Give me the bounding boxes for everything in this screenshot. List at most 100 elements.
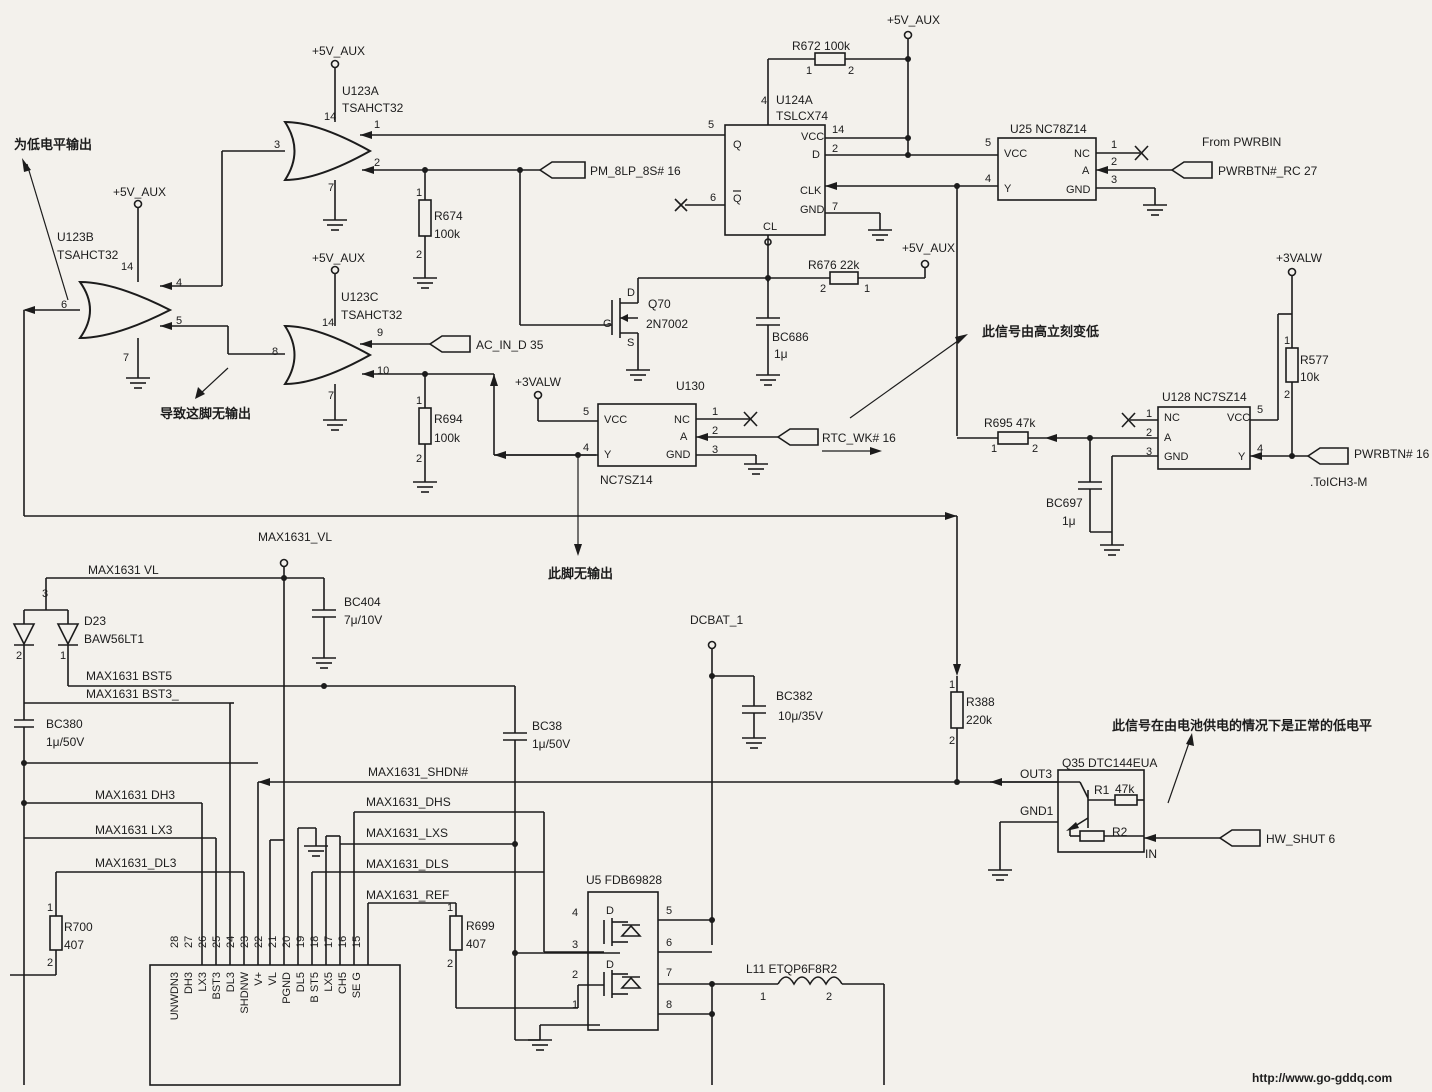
svg-text:1: 1 bbox=[416, 187, 422, 199]
chip-pin-name: V+ bbox=[253, 972, 265, 986]
svg-text:CL: CL bbox=[763, 221, 777, 233]
svg-text:MAX1631 DH3: MAX1631 DH3 bbox=[95, 788, 175, 802]
chip-pin-number: 23 bbox=[239, 936, 251, 948]
svg-text:R1: R1 bbox=[1094, 783, 1110, 797]
resistor-r676: +5V_AUX R676 22k 2 1 bbox=[768, 241, 955, 295]
chip-pin-number: 21 bbox=[267, 936, 279, 948]
svg-text:R700: R700 bbox=[64, 920, 93, 934]
svg-text:AC_IN_D 35: AC_IN_D 35 bbox=[476, 338, 544, 352]
svg-text:10μ/35V: 10μ/35V bbox=[778, 709, 823, 723]
svg-text:47k: 47k bbox=[1115, 782, 1135, 796]
svg-text:+3VALW: +3VALW bbox=[515, 375, 562, 389]
svg-text:MAX1631 VL: MAX1631 VL bbox=[88, 563, 159, 577]
svg-text:2: 2 bbox=[1032, 443, 1038, 455]
svg-text:5: 5 bbox=[666, 905, 672, 917]
svg-text:5: 5 bbox=[1257, 404, 1263, 416]
svg-text:2: 2 bbox=[1111, 156, 1117, 168]
svg-text:BC382: BC382 bbox=[776, 689, 813, 703]
resistor-r694: R694 100k 1 2 bbox=[413, 374, 463, 493]
svg-text:1: 1 bbox=[1146, 408, 1152, 420]
svg-text:9: 9 bbox=[377, 327, 383, 339]
svg-text:D: D bbox=[606, 959, 614, 971]
svg-text:R2: R2 bbox=[1112, 825, 1128, 839]
svg-text:2: 2 bbox=[447, 958, 453, 970]
svg-text:MAX1631_DL3: MAX1631_DL3 bbox=[95, 856, 177, 870]
resistor-r700: R700 407 1 2 bbox=[10, 872, 93, 976]
svg-text:3: 3 bbox=[274, 139, 280, 151]
svg-text:TSLCX74: TSLCX74 bbox=[776, 109, 828, 123]
svg-text:2: 2 bbox=[949, 735, 955, 747]
svg-text:3: 3 bbox=[1146, 446, 1152, 458]
svg-text:R699: R699 bbox=[466, 919, 495, 933]
svg-text:2: 2 bbox=[16, 650, 22, 662]
bus-u123b-to-r388 bbox=[24, 512, 961, 676]
svg-text:100k: 100k bbox=[434, 227, 461, 241]
svg-text:R695 47k: R695 47k bbox=[984, 416, 1036, 430]
svg-text:6: 6 bbox=[710, 192, 716, 204]
svg-text:2: 2 bbox=[832, 143, 838, 155]
watermark-url: http://www.go-gddq.com bbox=[1252, 1071, 1392, 1085]
svg-text:+5V_AUX: +5V_AUX bbox=[113, 185, 166, 199]
svg-text:2: 2 bbox=[374, 157, 380, 169]
capacitor-bc382: BC382 10μ/35V bbox=[742, 676, 823, 749]
svg-text:1μ/50V: 1μ/50V bbox=[532, 737, 570, 751]
svg-text:5: 5 bbox=[176, 315, 182, 327]
annotation-battery-low-level: 此信号在由电池供电的情况下是正常的低电平 bbox=[1112, 718, 1372, 804]
svg-text:GND: GND bbox=[800, 204, 825, 216]
resistor-r695: R695 47k 1 2 bbox=[957, 416, 1045, 455]
flip-flop-u124a: U124A TSLCX74 4 Q Q VCC D CLK GND CL 5 6… bbox=[674, 93, 892, 282]
capacitor-bc380: BC380 1μ/50V bbox=[14, 717, 258, 1085]
svg-text:MAX1631_LXS: MAX1631_LXS bbox=[366, 826, 448, 840]
svg-text:7: 7 bbox=[666, 967, 672, 979]
svg-text:GND: GND bbox=[666, 449, 691, 461]
svg-text:Q: Q bbox=[733, 139, 742, 151]
svg-text:2: 2 bbox=[848, 65, 854, 77]
svg-text:8: 8 bbox=[666, 999, 672, 1011]
buffer-u130: +3VALW U130 VCC NC A Y GND 5 4 1 2 3 NC7… bbox=[494, 375, 896, 582]
svg-text:NC: NC bbox=[1074, 148, 1090, 160]
svg-text:2: 2 bbox=[572, 969, 578, 981]
svg-text:IN: IN bbox=[1145, 847, 1157, 861]
svg-text:14: 14 bbox=[121, 261, 133, 273]
svg-text:+3VALW: +3VALW bbox=[1276, 251, 1323, 265]
svg-text:D: D bbox=[606, 905, 614, 917]
svg-text:Y: Y bbox=[1238, 451, 1246, 463]
svg-text:OUT3: OUT3 bbox=[1020, 767, 1052, 781]
chip-pin-name: SE G bbox=[351, 972, 363, 998]
annotation-low-level-output: 为低电平输出 bbox=[14, 137, 92, 301]
svg-text:2N7002: 2N7002 bbox=[646, 317, 688, 331]
svg-text:DCBAT_1: DCBAT_1 bbox=[690, 613, 743, 627]
svg-text:VCC: VCC bbox=[1227, 412, 1250, 424]
svg-text:NC7SZ14: NC7SZ14 bbox=[600, 473, 653, 487]
svg-text:10: 10 bbox=[377, 365, 389, 377]
capacitor-bc38: BC38 1μ/50V bbox=[503, 686, 570, 1040]
svg-text:1: 1 bbox=[991, 443, 997, 455]
chip-pin-number: 26 bbox=[197, 936, 209, 948]
svg-text:1μ: 1μ bbox=[1062, 514, 1076, 528]
svg-text:GND: GND bbox=[1164, 451, 1189, 463]
svg-text:MAX1631_DLS: MAX1631_DLS bbox=[366, 857, 449, 871]
svg-text:7: 7 bbox=[328, 182, 334, 194]
chip-pin-name: LX5 bbox=[323, 972, 335, 992]
or-gate-u123a: +5V_AUX U123A TSAHCT32 14 1 2 3 7 PM_8LP… bbox=[160, 44, 725, 290]
svg-text:Q: Q bbox=[733, 193, 742, 205]
svg-text:6: 6 bbox=[666, 937, 672, 949]
svg-text:BC686: BC686 bbox=[772, 330, 809, 344]
svg-text:1: 1 bbox=[60, 650, 66, 662]
resistor-r699: R699 407 1 2 bbox=[447, 902, 578, 1009]
svg-text:3: 3 bbox=[712, 444, 718, 456]
svg-text:2: 2 bbox=[416, 453, 422, 465]
svg-text:1: 1 bbox=[416, 395, 422, 407]
resistor-r672: R672 100k 1 2 bbox=[792, 39, 854, 77]
svg-text:1: 1 bbox=[1284, 335, 1290, 347]
svg-text:VCC: VCC bbox=[604, 414, 627, 426]
svg-text:R674: R674 bbox=[434, 209, 463, 223]
svg-text:PWRBTN#_RC 27: PWRBTN#_RC 27 bbox=[1218, 164, 1318, 178]
svg-text:U5 FDB69828: U5 FDB69828 bbox=[586, 873, 662, 887]
mosfet-q70: D G S Q70 2N7002 bbox=[603, 275, 771, 381]
svg-text:Q70: Q70 bbox=[648, 297, 671, 311]
inductor-l11: L11 ETQP6F8R2 1 2 bbox=[712, 962, 885, 1085]
svg-text:+5V_AUX: +5V_AUX bbox=[902, 241, 955, 255]
svg-text:7μ/10V: 7μ/10V bbox=[344, 613, 382, 627]
svg-text:R577: R577 bbox=[1300, 353, 1329, 367]
